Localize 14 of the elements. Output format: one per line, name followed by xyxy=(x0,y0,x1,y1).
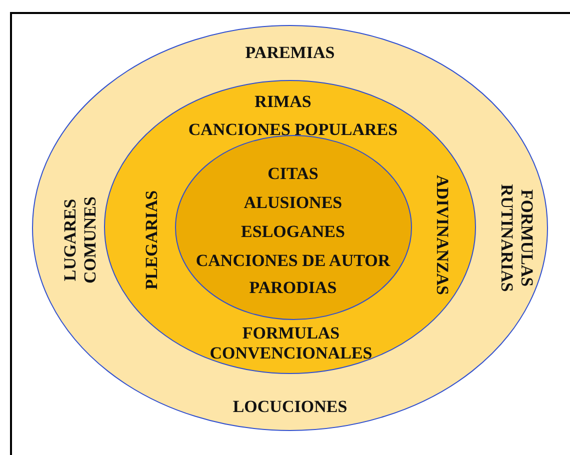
category-label: FORMULAS RUTINARIAS xyxy=(496,183,536,293)
category-label: CANCIONES POPULARES xyxy=(188,120,398,140)
category-label: FORMULAS CONVENCIONALES xyxy=(208,324,374,364)
category-label: ADIVINANZAS xyxy=(432,175,452,295)
category-label: LUGARES COMUNES xyxy=(60,196,101,286)
category-label: ESLOGANES xyxy=(241,222,345,242)
category-label: PAREMIAS xyxy=(245,42,335,64)
category-label: ALUSIONES xyxy=(244,192,342,214)
category-label: PLEGARIAS xyxy=(142,190,162,290)
category-label: LOCUCIONES xyxy=(232,396,348,418)
category-label: RIMAS xyxy=(254,92,312,112)
category-label: PARODIAS xyxy=(249,278,337,298)
category-label: CITAS xyxy=(268,164,318,184)
category-label: CANCIONES DE AUTOR xyxy=(196,250,390,272)
